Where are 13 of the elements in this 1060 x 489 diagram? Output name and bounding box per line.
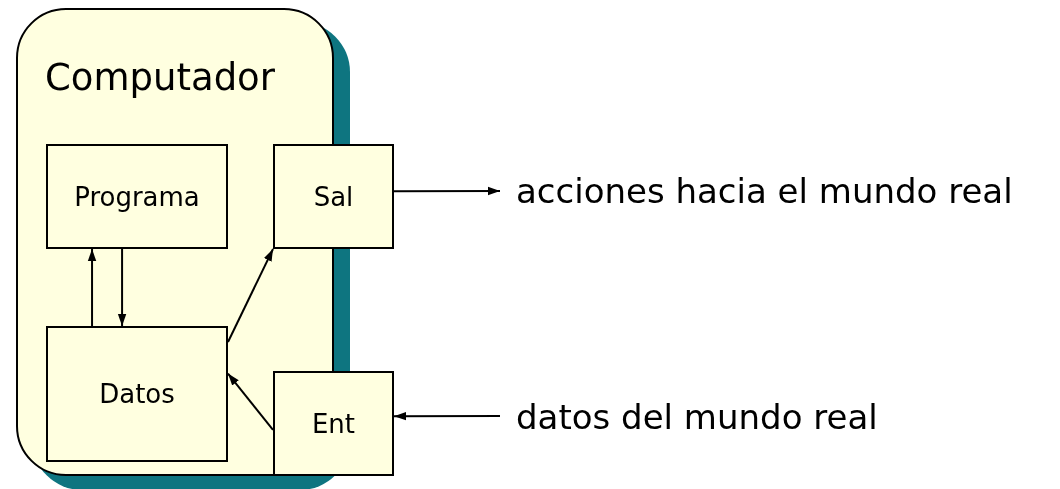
container-title: Computador [45,56,275,99]
process-box: Programa [46,144,228,249]
process-box: Datos [46,326,228,462]
annotation-text: datos del mundo real [500,392,930,442]
arrow [393,411,501,421]
process-box: Sal [273,144,394,249]
arrow [87,248,97,327]
arrow [117,248,127,327]
arrow [393,186,501,196]
arrow [227,248,274,344]
arrow [227,372,274,431]
process-box: Ent [273,371,394,476]
annotation-text: acciones hacia el mundo real [500,166,1050,216]
